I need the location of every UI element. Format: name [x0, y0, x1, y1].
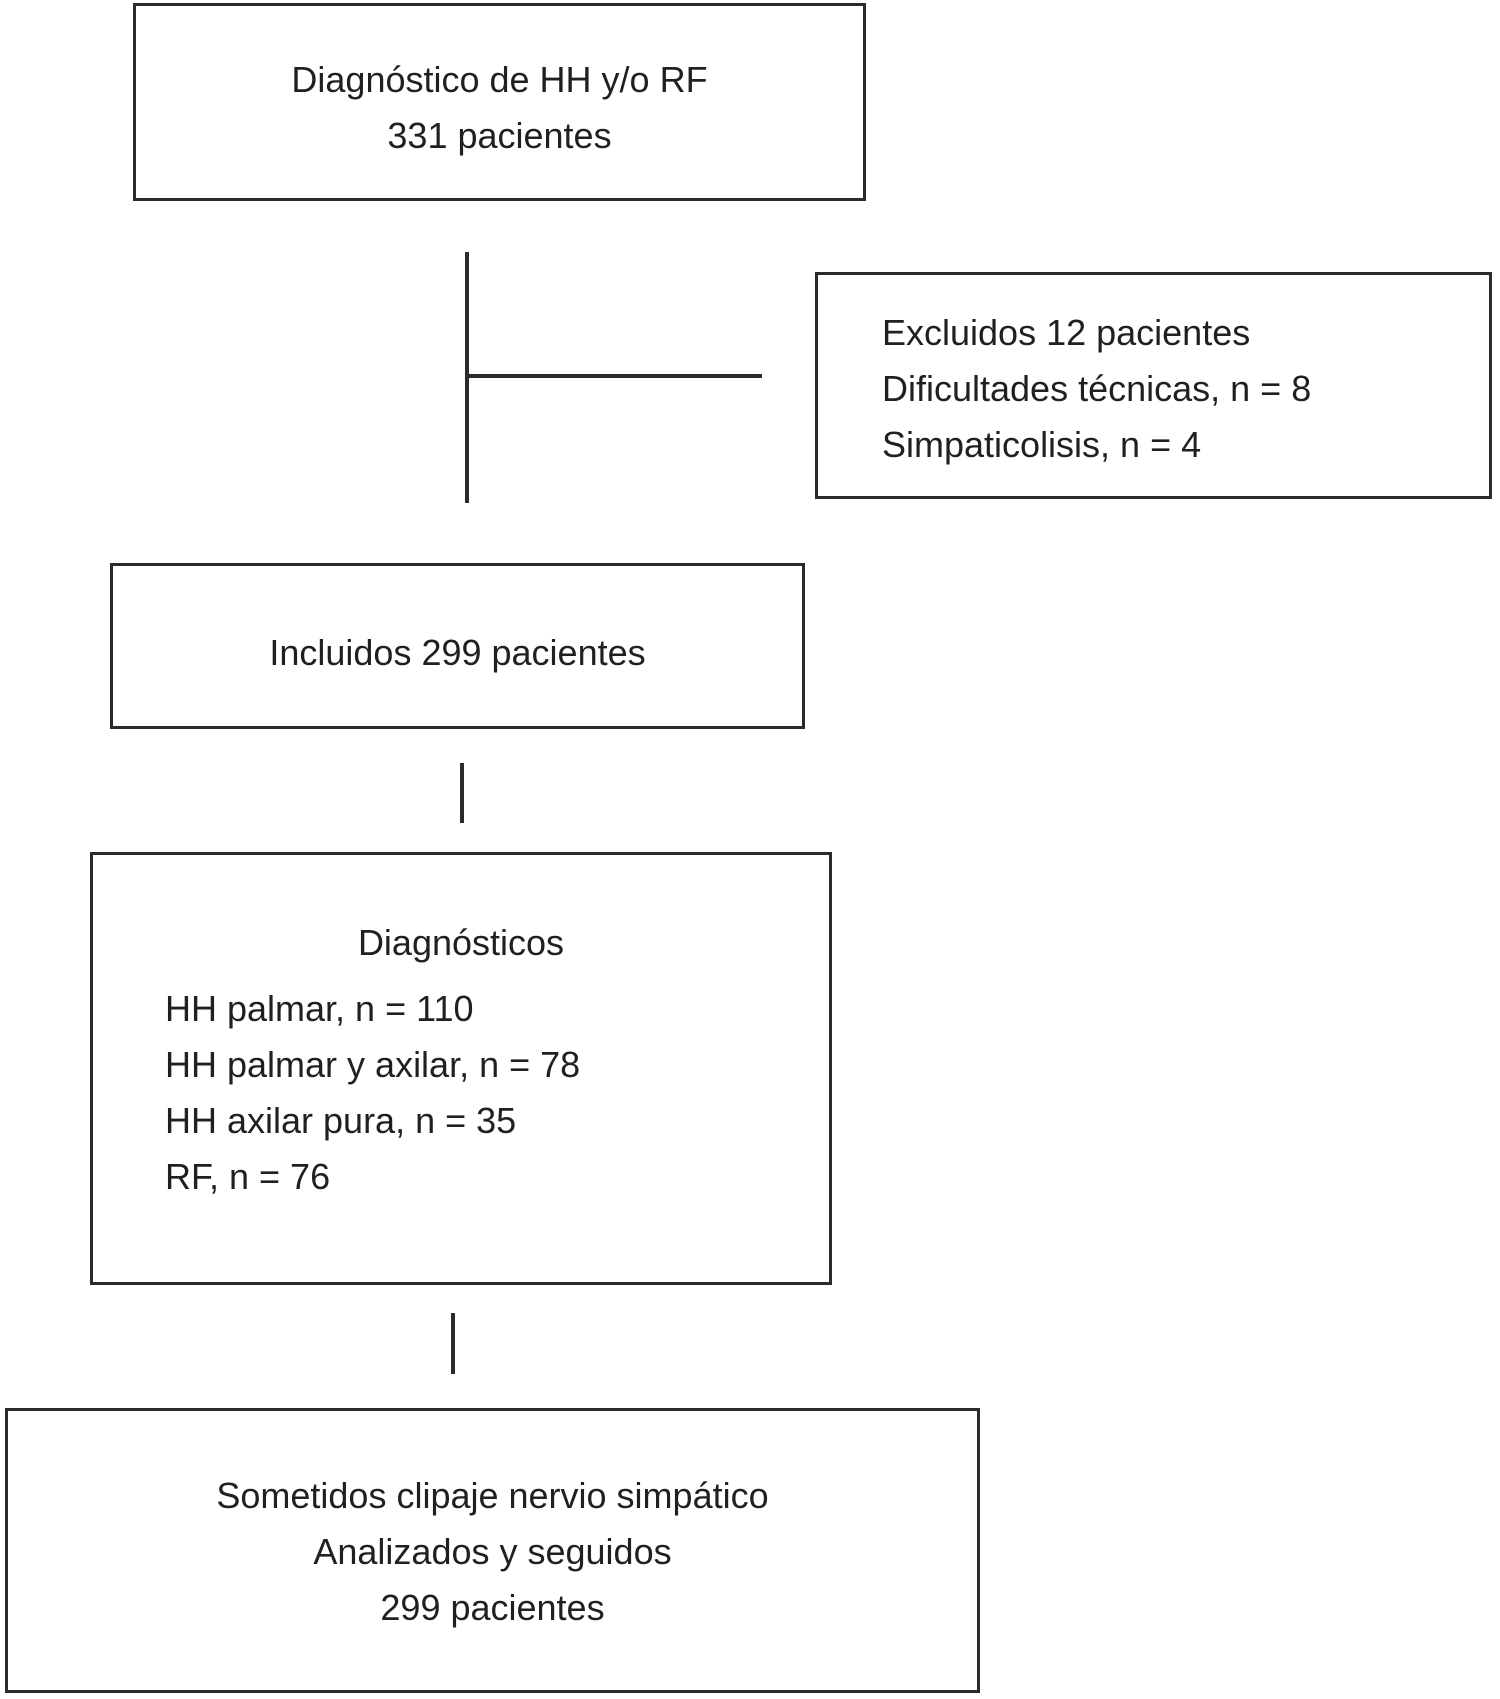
diagnostics-item-1: HH palmar, n = 110: [165, 988, 474, 1029]
outcome-line-1: Sometidos clipaje nervio simpático: [216, 1474, 769, 1516]
box-outcome: Sometidos clipaje nervio simpático Anali…: [5, 1408, 980, 1693]
diagnosis-line-2: 331 pacientes: [387, 115, 612, 156]
excluded-line-1: Excluidos 12 pacientes: [882, 311, 1251, 353]
box-excluded: Excluidos 12 pacientes Dificultades técn…: [815, 272, 1492, 499]
excluded-line-2: Dificultades técnicas, n = 8: [882, 367, 1312, 409]
box-included: Incluidos 299 pacientes: [110, 563, 805, 729]
outcome-line-3: 299 pacientes: [380, 1586, 605, 1628]
box-diagnosis: Diagnóstico de HH y/o RF 331 pacientes: [133, 3, 866, 201]
excluded-line-3: Simpaticolisis, n = 4: [882, 423, 1202, 465]
diagnostics-item-4: RF, n = 76: [165, 1156, 331, 1197]
connector-included-diagnostics-line: [460, 763, 464, 823]
outcome-line-2: Analizados y seguidos: [313, 1530, 672, 1572]
connector-exclusion-branch-line: [467, 374, 762, 378]
diagnostics-title: Diagnósticos: [357, 922, 565, 963]
included-line-1: Incluidos 299 pacientes: [269, 632, 646, 673]
diagnosis-line-1: Diagnóstico de HH y/o RF: [291, 59, 708, 100]
diagnostics-item-3: HH axilar pura, n = 35: [165, 1100, 517, 1141]
diagnostics-list: HH palmar, n = 110 HH palmar y axilar, n…: [93, 981, 829, 1205]
connector-diagnostics-outcome-line: [451, 1313, 455, 1374]
box-diagnostics: Diagnósticos HH palmar, n = 110 HH palma…: [90, 852, 832, 1285]
diagnostics-item-2: HH palmar y axilar, n = 78: [165, 1044, 581, 1085]
